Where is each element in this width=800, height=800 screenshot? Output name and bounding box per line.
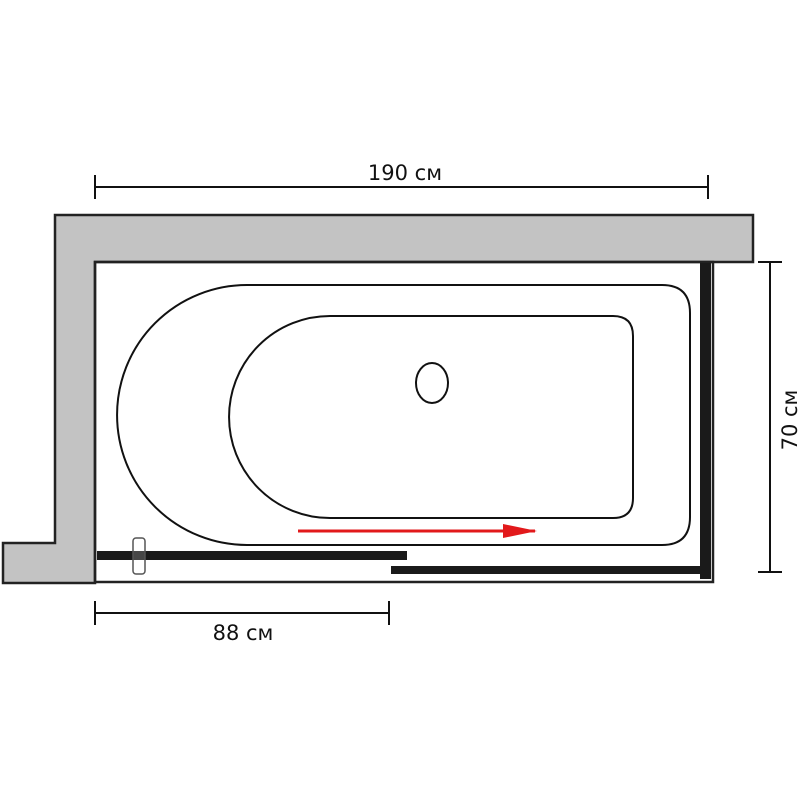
door-label: 88 см — [213, 621, 274, 645]
side-panel — [700, 263, 711, 579]
depth-label: 70 см — [778, 390, 800, 451]
sliding-panel — [97, 551, 407, 560]
handle-icon — [132, 537, 146, 575]
bathtub-outline — [93, 260, 715, 584]
width-label: 190 см — [368, 161, 442, 185]
fixed-front-panel — [391, 566, 711, 574]
arrow-head — [503, 524, 537, 538]
depth-dimension — [758, 261, 782, 573]
tub-inner-bowl — [228, 315, 634, 519]
door-dimension — [94, 601, 390, 625]
drain-icon — [415, 362, 449, 404]
width-dimension — [94, 175, 709, 199]
tub-outer-bowl — [116, 284, 691, 546]
wall — [1, 213, 755, 585]
